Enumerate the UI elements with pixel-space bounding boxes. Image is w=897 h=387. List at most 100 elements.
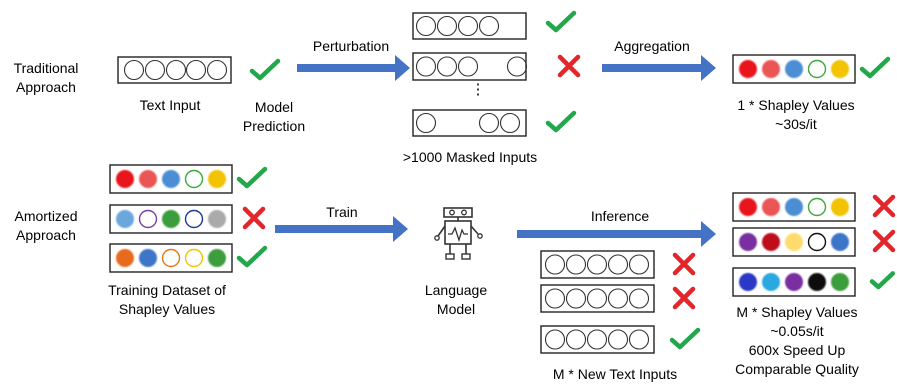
shapley-value-dot	[208, 249, 226, 267]
check-icon	[236, 166, 268, 189]
aggregation-arrow	[602, 55, 716, 81]
mark-layer	[236, 10, 896, 350]
check-icon	[669, 327, 701, 350]
shapley-value-dot	[831, 60, 849, 78]
token-circle	[478, 112, 500, 134]
shapley-value-dot	[739, 273, 757, 291]
shapley-value-dot	[785, 233, 803, 251]
traditional-approach-label: Traditional Approach	[0, 59, 92, 97]
robot-icon	[434, 207, 483, 260]
arrow-layer	[275, 55, 716, 247]
perturbation-arrow	[297, 55, 410, 81]
check-icon	[545, 10, 577, 33]
shapley-value-dot	[116, 249, 134, 267]
token-circle	[586, 288, 608, 309]
robot-pulse	[448, 226, 468, 243]
shapley-value-dot	[785, 198, 803, 216]
shapley-value-dot	[739, 60, 757, 78]
caption-line: Language	[424, 282, 488, 298]
robot-foot	[461, 253, 471, 260]
new-inputs-caption: M * New Text Inputs	[552, 366, 678, 382]
token-circle	[607, 329, 629, 350]
cross-icon	[557, 54, 581, 78]
shapley-value-dot	[138, 209, 158, 229]
caption-line: Shapley Values	[118, 301, 216, 317]
token-circle	[586, 254, 608, 275]
check-icon	[859, 56, 891, 79]
token-circle	[628, 254, 650, 275]
shapley-value-dot	[831, 198, 849, 216]
robot-foot	[445, 253, 455, 260]
masked-inputs-caption: >1000 Masked Inputs	[402, 149, 538, 165]
shapley-value-dot	[739, 198, 757, 216]
aggregation-label: Aggregation	[614, 38, 690, 54]
language-model-caption: Language Model	[412, 281, 500, 319]
robot-arm	[437, 225, 446, 237]
cross-stroke	[242, 206, 266, 230]
token-circle	[565, 254, 587, 275]
caption-line: ~30s/it	[775, 116, 817, 132]
caption-line: 1 * Shapley Values	[737, 97, 855, 113]
inference-label: Inference	[590, 208, 650, 224]
robot-head	[443, 207, 473, 218]
row-label-line: Approach	[16, 79, 76, 95]
shapley-value-dot	[184, 209, 204, 229]
caption-line: 600x Speed Up	[748, 342, 846, 358]
row-label-line: Amortized	[14, 208, 78, 224]
cross-stroke	[557, 54, 581, 78]
cross-icon	[872, 229, 896, 253]
cross-icon	[872, 194, 896, 218]
caption-line: Model	[254, 99, 294, 115]
box-layer	[109, 12, 856, 354]
model-prediction-caption: Model Prediction	[226, 98, 322, 136]
token-circle	[415, 112, 437, 134]
train-label: Train	[326, 204, 358, 220]
robot-eye	[461, 209, 467, 216]
shapley-value-dot	[208, 210, 226, 228]
token-circle	[185, 59, 207, 81]
token-circle	[506, 56, 528, 77]
train-arrow	[275, 216, 408, 242]
cross-icon	[672, 252, 696, 276]
shapley-value-dot	[831, 233, 849, 251]
shapley-value-dot	[184, 169, 204, 189]
check-icon	[869, 271, 896, 290]
robot-hand	[477, 233, 483, 239]
token-circle	[565, 329, 587, 350]
caption-line: Prediction	[242, 118, 306, 134]
multi-shapley-caption: M * Shapley Values ~0.05s/it 600x Speed …	[722, 303, 872, 379]
ellipsis-mark: ⋮	[470, 81, 486, 98]
token-circle	[607, 254, 629, 275]
token-circle	[415, 56, 437, 77]
caption-line: M * Shapley Values	[736, 304, 858, 320]
perturbation-label: Perturbation	[312, 38, 390, 54]
token-circle	[123, 59, 145, 81]
text-input-caption: Text Input	[139, 97, 201, 113]
token-circle	[457, 56, 479, 77]
token-circle	[544, 329, 566, 350]
inference-arrow	[517, 221, 716, 247]
shapley-value-dot	[139, 249, 157, 267]
robot-eye	[449, 209, 455, 216]
caption-line: ~0.05s/it	[770, 323, 824, 339]
token-circle	[544, 288, 566, 309]
shapley-value-dot	[785, 273, 803, 291]
token-circle	[478, 15, 500, 37]
caption-line: Comparable Quality	[735, 361, 859, 377]
token-circle	[607, 288, 629, 309]
shapley-value-dot	[807, 59, 827, 79]
shapley-value-dot	[184, 248, 204, 268]
shapley-value-dot	[208, 170, 226, 188]
shapley-value-dot	[762, 233, 780, 251]
token-circle	[415, 15, 437, 37]
caption-line: Training Dataset of	[108, 282, 226, 298]
token-circle	[436, 56, 458, 77]
cross-stroke	[672, 286, 696, 310]
check-icon	[545, 110, 577, 133]
shapley-value-dot	[762, 198, 780, 216]
shapley-value-dot	[807, 232, 827, 252]
token-circle	[457, 15, 479, 37]
token-circle	[565, 288, 587, 309]
